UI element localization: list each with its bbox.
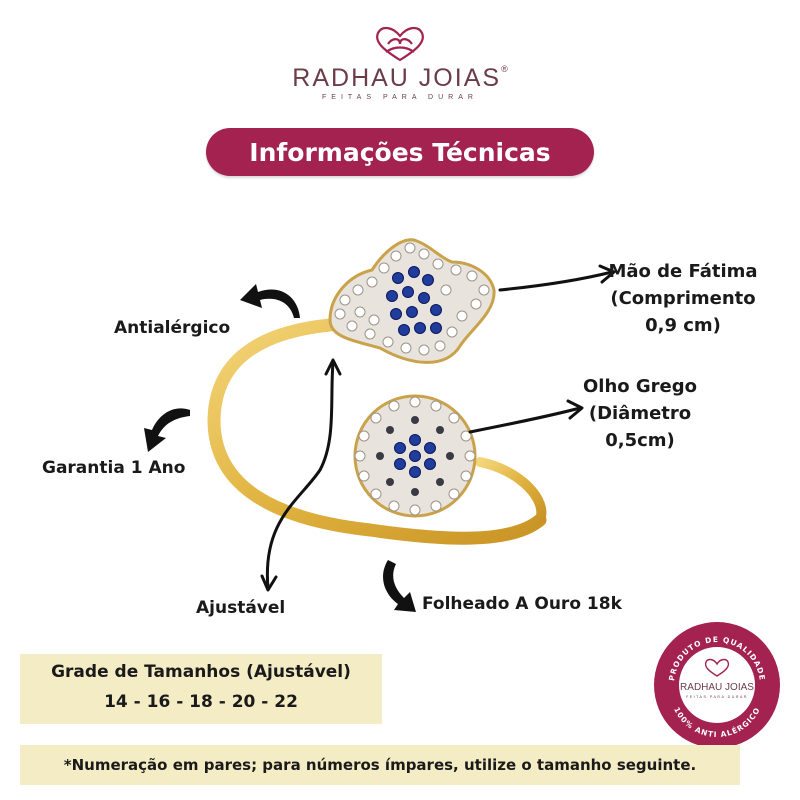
label-mao-line3: 0,9 cm) <box>645 315 721 336</box>
label-olho-line2: (Diâmetro <box>588 403 692 424</box>
arrow-mao <box>498 270 614 292</box>
registered-mark: ® <box>501 64 508 74</box>
arrow-ajustavel <box>265 360 335 590</box>
label-olho-grego: Olho Grego (Diâmetro 0,5cm) <box>570 373 710 454</box>
footnote-text: *Numeração em pares; para números ímpare… <box>63 756 697 774</box>
seal-tagline: FEITAS PARA DURAR <box>686 695 748 699</box>
seal-heart-icon <box>704 658 730 677</box>
evil-eye-charm <box>353 394 477 518</box>
heart-logo-icon <box>376 26 424 62</box>
label-mao-line2: (Comprimento <box>610 288 756 309</box>
brand-name: RADHAU JOIAS® <box>292 64 508 92</box>
label-ajustavel: Ajustável <box>196 598 286 618</box>
size-grid-box <box>20 654 382 724</box>
hamsa-charm <box>328 238 496 364</box>
brand-tagline: FEITAS PARA DURAR <box>322 94 478 101</box>
label-mao-de-fatima: Mão de Fátima (Comprimento 0,9 cm) <box>600 258 766 339</box>
label-olho-line3: 0,5cm) <box>605 430 675 451</box>
label-garantia: Garantia 1 Ano <box>42 458 186 478</box>
page-title: Informações Técnicas <box>249 137 551 167</box>
arrow-olho <box>468 406 582 434</box>
size-grid-values: 14 - 16 - 18 - 20 - 22 <box>104 692 298 712</box>
quality-seal: PRODUTO DE QUALIDADE 100% ANTI ALÉRGICO … <box>654 622 780 748</box>
label-folheado: Folheado A Ouro 18k <box>422 594 622 614</box>
footnote-box <box>20 745 740 785</box>
size-grid-title: Grade de Tamanhos (Ajustável) <box>51 662 351 682</box>
gold-band <box>207 318 547 545</box>
curved-arrow-icon <box>144 284 416 612</box>
label-olho-line1: Olho Grego <box>582 376 698 397</box>
pointer-arrows <box>260 264 616 592</box>
label-antialergico: Antialérgico <box>114 318 231 338</box>
title-banner: Informações Técnicas <box>206 128 594 176</box>
seal-brand: RADHAU JOIAS <box>680 682 754 693</box>
label-mao-line1: Mão de Fátima <box>608 261 758 282</box>
